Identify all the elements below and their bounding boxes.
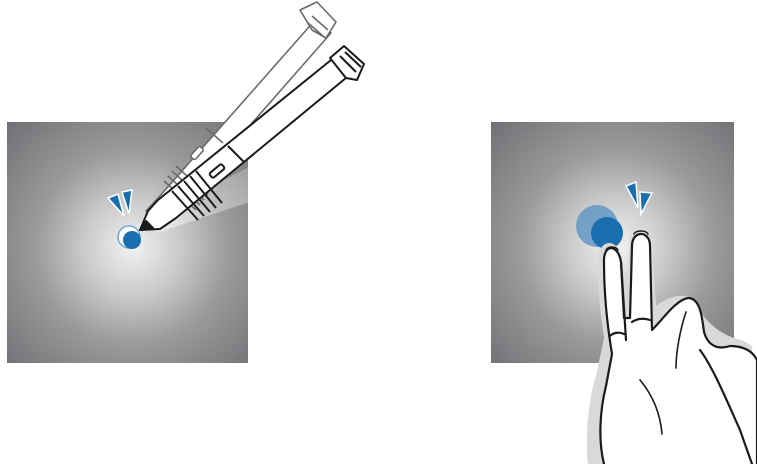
- hand-icon: [587, 227, 757, 464]
- tap-burst-icon: [626, 182, 652, 214]
- touch-point-icon: [118, 226, 141, 249]
- tap-burst-icon: [108, 190, 132, 216]
- touch-point-pair-icon: [576, 205, 623, 249]
